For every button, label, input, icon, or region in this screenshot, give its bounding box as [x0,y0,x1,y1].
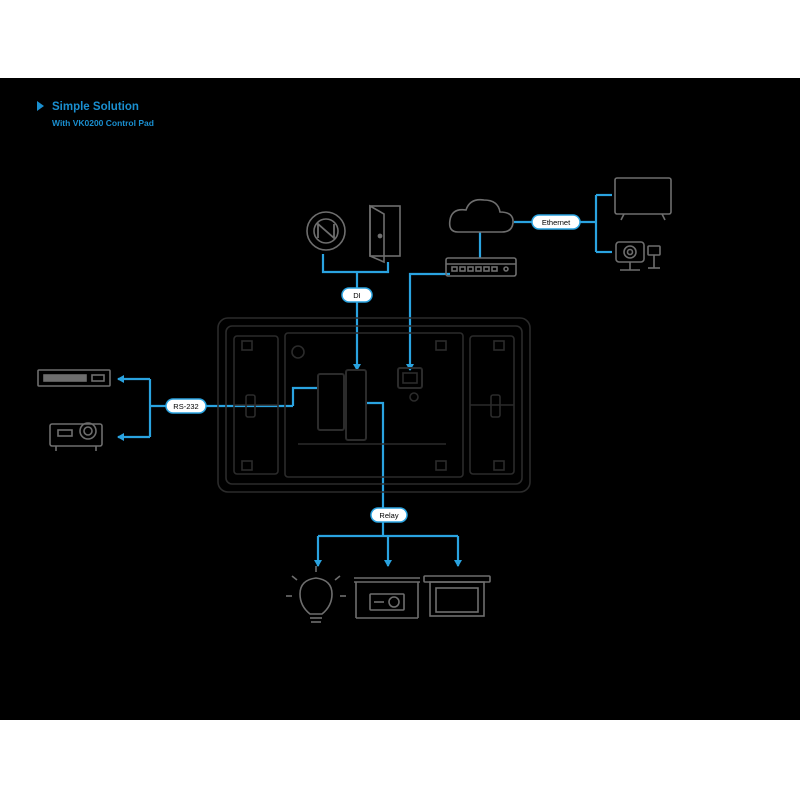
device-screw-tl [241,340,253,351]
di-link-label: DI [341,287,373,303]
device-screw-br [493,460,505,471]
ethernet-pill-text: Ethernet [542,218,571,227]
device-view: (Rear) [556,422,593,437]
tv-icon [614,177,672,221]
lighting-control-label-2: Control [300,647,335,659]
occupancy-sensor-label-2: Sensor [301,190,336,202]
matrix-switch-icon [37,369,111,387]
light-bulb-icon [286,566,346,623]
ethernet-line-device [406,272,450,371]
terminal-block-rs232 [317,373,345,431]
video-conferencing-label-2: Conferencing [680,253,745,265]
device-led [409,392,419,402]
projector-lift-icon [354,577,420,619]
camera-icon [615,241,661,271]
vk0200-device [217,317,531,493]
projector-screen-icon [423,575,491,617]
device-screw-bl [241,460,253,471]
projector-screen: Projector Screen [423,575,491,655]
play-icon [37,101,44,111]
ethernet-port-inner [402,372,418,384]
video-conferencing-label-1: Video [680,239,708,251]
door-sensor-label-1: Door [379,176,403,188]
device-center-plate [284,332,464,478]
projector-label: Projector [55,403,99,415]
projector: Projector [49,403,103,451]
switch-icon [445,257,517,277]
device-screw-tr [493,340,505,351]
poe-switch: PoE Switch [445,257,517,300]
network-label: Network [467,215,495,224]
smart-tv: Smart TV [614,177,727,221]
video-matrix-label-2: Switch [61,353,93,365]
device-tab-bottom [435,460,447,471]
occupancy-sensor-label-1: Occupancy [290,176,346,188]
door-sensor-label-2: Sensor [374,190,409,202]
device-inner-frame [225,325,523,485]
rs232-link-label: RS-232 [165,398,207,414]
projector-lift-label-1: Projector [366,629,410,641]
cloud-icon [448,198,514,233]
device-outer-frame [217,317,531,493]
di-pill-text: DI [353,291,361,300]
lighting-control-label-1: Lighting [299,633,338,645]
occupancy-sensor: Occupancy Sensor [290,176,346,251]
device-model: VK0200 [551,401,597,416]
terminal-block-di [345,369,367,441]
di-line-occupancy [321,254,357,274]
projector-lift-label-2: Lift [381,643,396,655]
video-conferencing: Video Conferencing [615,239,745,271]
video-matrix-switch: Video Matrix Switch [37,339,111,387]
header: Simple Solution With VK0200 Control Pad [37,101,154,128]
smart-tv-label: Smart TV [680,191,727,203]
door-sensor: Door Sensor [369,176,409,264]
projector-lift: Projector Lift [354,577,420,655]
lighting-control: Lighting Control [286,566,346,659]
di-line-door [357,262,390,274]
projector-screen-label-1: Projector [434,629,478,641]
relay-pill-text: Relay [379,511,398,520]
device-tab-top [435,340,447,351]
ethernet-port [397,367,423,389]
video-matrix-label-1: Video Matrix [47,339,108,351]
door-icon [369,204,401,264]
header-title: Simple Solution [52,101,139,113]
projector-icon [49,422,103,451]
diagram-panel [0,78,800,720]
poe-switch-label: PoE Switch [453,288,509,300]
projector-screen-label-2: Screen [439,643,474,655]
network: Network [448,198,514,233]
rs232-pill-text: RS-232 [173,402,198,411]
ethernet-link-label: Ethernet [531,214,581,230]
device-label: VK0200 (Rear) [551,401,597,437]
relay-link-label: Relay [370,507,408,523]
device-mount-hole [291,345,305,359]
header-subtitle: With VK0200 Control Pad [52,118,154,128]
device-slot-right [490,394,501,418]
device-slot-left [245,394,256,418]
rs232-line-device [291,386,318,406]
occupancy-sensor-icon [306,211,346,251]
